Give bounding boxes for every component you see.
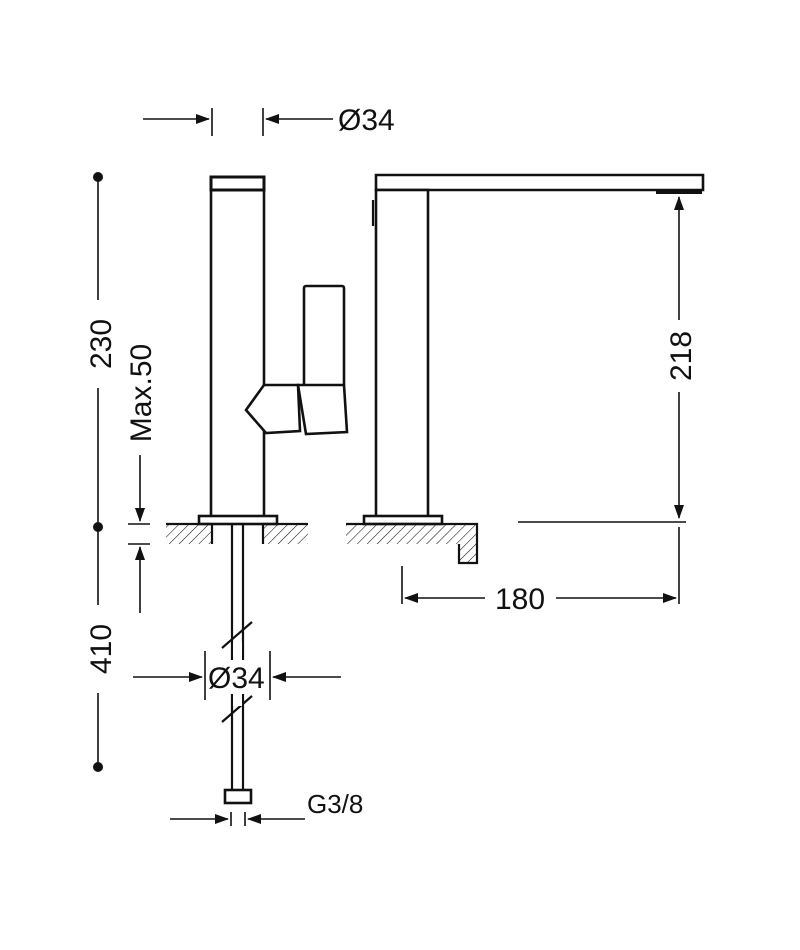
spout-outlet (656, 190, 702, 194)
faucet-body-column (209, 175, 266, 521)
dim-218-label: 218 (665, 331, 698, 381)
top-diameter-label: Ø34 (338, 104, 395, 137)
hose-break-top (221, 621, 253, 649)
max50-label: Max.50 (125, 344, 158, 442)
dim-230-label: 230 (85, 319, 118, 369)
front-deck-edge-hatch (459, 524, 477, 563)
thread-label: G3/8 (307, 789, 363, 819)
front-base-plate (362, 514, 444, 526)
deck-right-hatch (263, 524, 308, 544)
faucet-body-cap (209, 175, 266, 192)
hole-diameter-label: Ø34 (208, 662, 265, 695)
front-deck-hatch (346, 524, 459, 544)
side-view: Ø34 Ø34 (85, 104, 395, 826)
handle-base (296, 383, 349, 436)
front-deck-outline (346, 522, 479, 565)
hose-break-bottom (221, 695, 253, 723)
handle-knuckle (244, 383, 302, 435)
spout-arm (374, 173, 705, 192)
front-view: 218 180 (346, 173, 705, 616)
hose-connector (223, 788, 253, 805)
handle-lever (302, 284, 346, 388)
hole-diameter-label-bg (208, 660, 268, 694)
dim-180-label: 180 (495, 583, 545, 616)
base-plate (197, 514, 279, 526)
deck-left-hatch (166, 524, 212, 544)
front-body-column (374, 188, 430, 521)
dim-410-label: 410 (85, 624, 118, 674)
